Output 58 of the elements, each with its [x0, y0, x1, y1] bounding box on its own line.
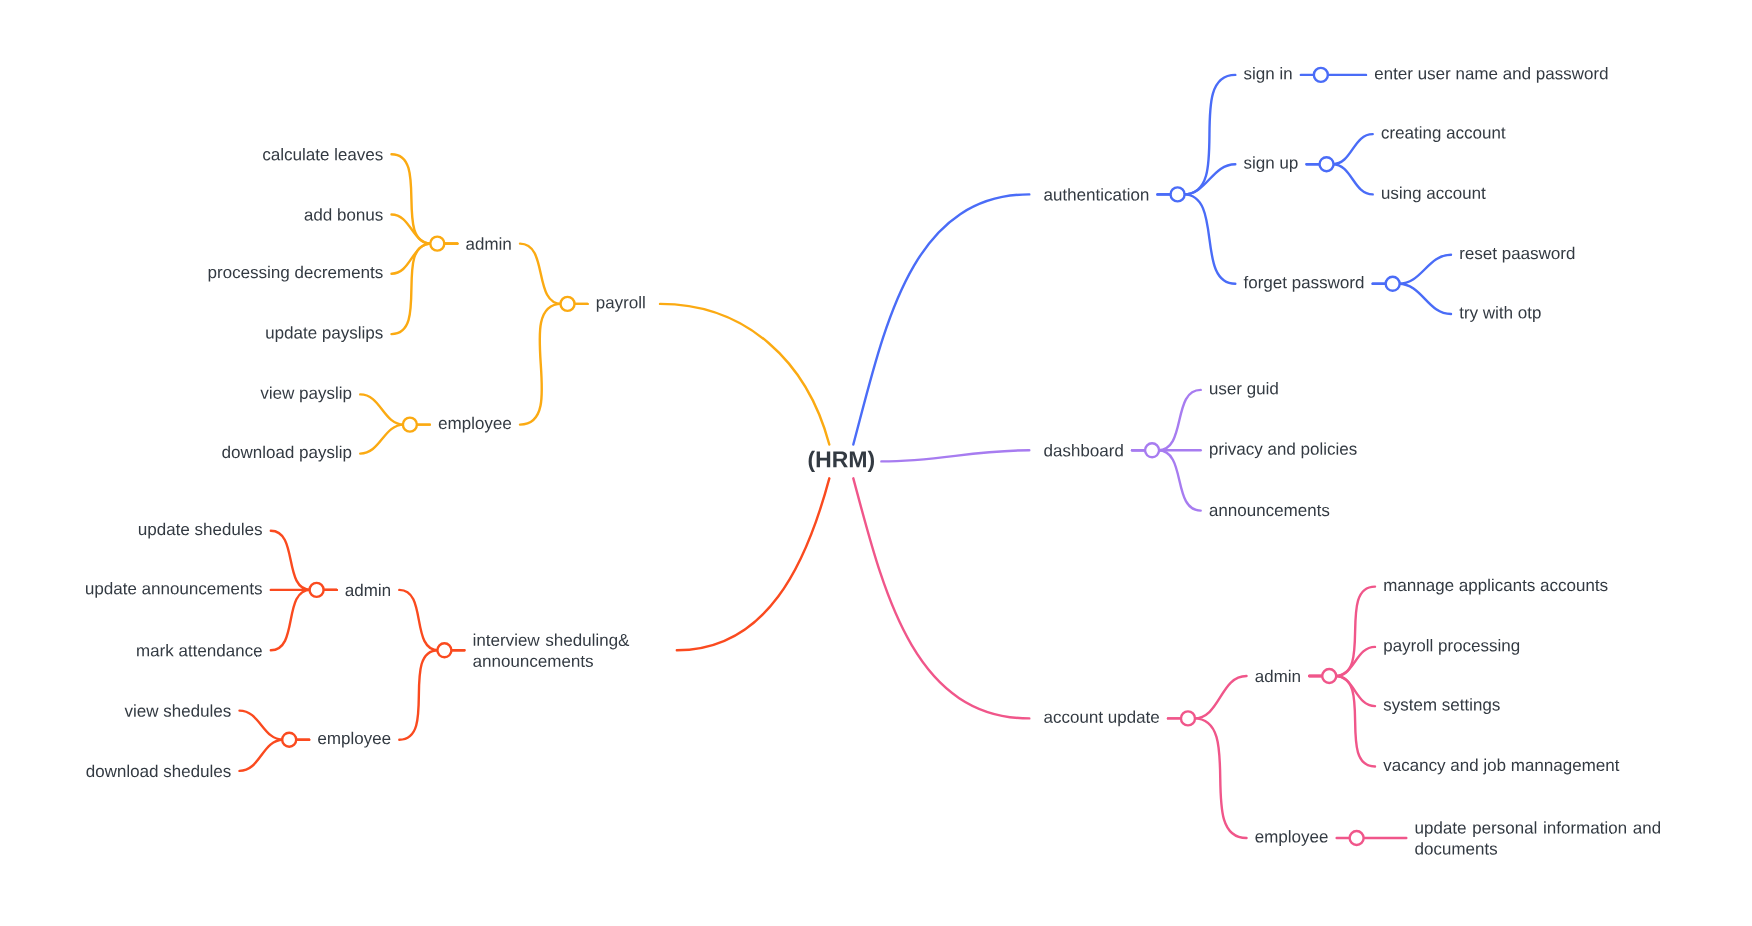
- topic-label: update personal information and documents: [1415, 821, 1661, 855]
- branch-line: [1156, 193, 1237, 285]
- topic-label: vacancy and job mannagement: [1383, 758, 1620, 775]
- topic-label: payroll processing: [1384, 639, 1520, 655]
- topic-label: using account: [1382, 186, 1486, 203]
- branch-line: [675, 477, 831, 652]
- topic-label: interview sheduling& announcements: [473, 633, 630, 668]
- topic-label: sign up: [1244, 156, 1298, 173]
- branch-line: [658, 302, 831, 446]
- branch-line: [269, 588, 338, 652]
- topic-label: view payslip: [260, 386, 352, 403]
- branch-line: [238, 738, 311, 773]
- topic-label: mannage applicants accounts: [1384, 578, 1608, 595]
- branch-line: [359, 423, 432, 455]
- topic-label: update shedules: [138, 522, 262, 539]
- topic-label: user guid: [1210, 382, 1278, 398]
- branch-line: [1308, 674, 1377, 768]
- topic-label: authentication: [1044, 188, 1149, 201]
- topic-label: privacy and policies: [1210, 442, 1357, 459]
- topic-label: calculate leaves: [263, 147, 383, 161]
- topic-label: update announcements: [86, 582, 262, 598]
- topic-label: admin: [466, 237, 511, 250]
- topic-label: announcements: [1209, 505, 1330, 517]
- topic-label: download shedules: [86, 764, 231, 778]
- topic-label: download payslip: [222, 445, 352, 462]
- topic-label: mark attendance: [137, 644, 262, 657]
- topic-label: employee: [438, 416, 512, 433]
- topic-label: account update: [1044, 710, 1159, 727]
- branch-line: [1335, 836, 1408, 840]
- topic-label: processing decrements: [208, 265, 383, 282]
- branch-line: [852, 477, 1031, 720]
- topic-label: dashboard: [1044, 444, 1123, 457]
- topic-label: forget password: [1243, 275, 1364, 292]
- topic-label: reset paasword: [1460, 246, 1575, 263]
- topic-label: creating account: [1381, 126, 1506, 142]
- topic-label: view shedules: [124, 704, 231, 717]
- topic-label: admin: [345, 583, 390, 597]
- branch-line: [518, 302, 589, 426]
- branch-line: [1299, 73, 1368, 77]
- branch-line: [390, 242, 459, 336]
- topic-label: system settings: [1383, 698, 1500, 714]
- topic-label: sign in: [1244, 66, 1292, 83]
- topic-label: employee: [1255, 830, 1328, 846]
- branch-line: [852, 193, 1031, 446]
- topic-label: try with otp: [1459, 306, 1541, 322]
- branch-line: [1305, 163, 1374, 196]
- central-topic: (HRM): [808, 450, 874, 473]
- topic-label: payroll: [596, 296, 645, 312]
- topic-label: add bonus: [304, 208, 383, 221]
- branch-line: [1166, 717, 1248, 840]
- branch-line: [1371, 282, 1453, 316]
- topic-label: update payslips: [266, 326, 383, 342]
- topic-label: employee: [318, 731, 391, 748]
- branch-line: [880, 449, 1031, 463]
- branch-line: [398, 649, 466, 741]
- branch-line: [1130, 449, 1202, 512]
- topic-label: admin: [1255, 669, 1300, 683]
- topic-label: enter user name and password: [1374, 66, 1608, 83]
